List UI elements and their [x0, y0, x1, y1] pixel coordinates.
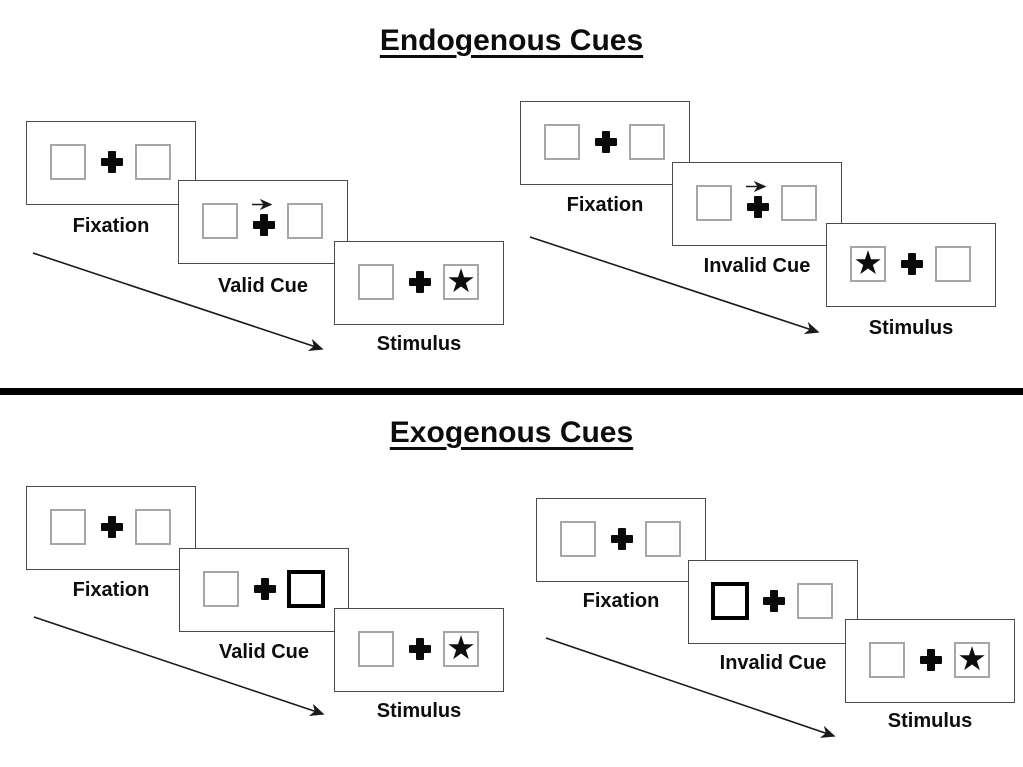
section-divider-line [0, 388, 1023, 395]
stimulus-card: ★ [826, 223, 996, 307]
fixation-cross-icon [611, 528, 633, 550]
right-box [797, 583, 833, 619]
left-box [544, 124, 580, 160]
fixation-cross-icon [747, 196, 769, 218]
highlighted-cue-box [711, 582, 749, 620]
left-box [50, 144, 86, 180]
fixation-card [520, 101, 690, 185]
left-box [50, 509, 86, 545]
fixation-cross-icon [595, 131, 617, 153]
step-label: Fixation [72, 215, 150, 237]
fixation-card [536, 498, 706, 582]
right-box [135, 144, 171, 180]
right-box: ★ [954, 642, 990, 678]
section-title-exogenous: Exogenous Cues [389, 416, 634, 449]
fixation-card [26, 486, 196, 570]
fixation-cross-icon [901, 253, 923, 275]
sequence-arrow-icon [33, 616, 325, 716]
left-box [358, 264, 394, 300]
section-title-endogenous: Endogenous Cues [379, 24, 644, 57]
left-box [560, 521, 596, 557]
fixation-cross-icon [101, 516, 123, 538]
step-label: Fixation [582, 590, 660, 612]
fixation-cross-icon [409, 638, 431, 660]
right-box [287, 203, 323, 239]
step-label: Stimulus [376, 333, 462, 355]
fixation-cross-icon [254, 578, 276, 600]
cue-arrow-icon [252, 199, 273, 210]
right-box [629, 124, 665, 160]
fixation-cross-icon [920, 649, 942, 671]
step-label: Stimulus [868, 317, 954, 339]
sequence-arrow-icon [529, 236, 820, 335]
invalid-cue-card [672, 162, 842, 246]
left-box [203, 571, 239, 607]
right-box [645, 521, 681, 557]
invalid-cue-card [688, 560, 858, 644]
left-box [358, 631, 394, 667]
star-icon: ★ [853, 244, 883, 281]
right-box [135, 509, 171, 545]
stimulus-card: ★ [334, 241, 504, 325]
step-label: Valid Cue [218, 641, 310, 663]
step-label: Valid Cue [217, 275, 309, 297]
right-box [935, 246, 971, 282]
step-label: Stimulus [887, 710, 973, 732]
step-label: Invalid Cue [703, 255, 811, 277]
sequence-arrow-icon [545, 637, 836, 738]
fixation-cross-icon [101, 151, 123, 173]
step-label: Fixation [72, 579, 150, 601]
right-box: ★ [443, 631, 479, 667]
fixation-cross-icon [763, 590, 785, 612]
left-box [202, 203, 238, 239]
highlighted-cue-box [287, 570, 325, 608]
left-box: ★ [850, 246, 886, 282]
step-label: Stimulus [376, 700, 462, 722]
step-label: Invalid Cue [719, 652, 827, 674]
left-box [696, 185, 732, 221]
stimulus-card: ★ [845, 619, 1015, 703]
valid-cue-card [178, 180, 348, 264]
sequence-arrow-icon [32, 252, 324, 352]
left-box [869, 642, 905, 678]
star-icon: ★ [446, 262, 476, 299]
valid-cue-card [179, 548, 349, 632]
star-icon: ★ [957, 640, 987, 677]
fixation-cross-icon [409, 271, 431, 293]
stimulus-card: ★ [334, 608, 504, 692]
step-label: Fixation [566, 194, 644, 216]
cue-arrow-icon [746, 181, 767, 192]
right-box [781, 185, 817, 221]
fixation-cross-icon [253, 214, 275, 236]
fixation-card [26, 121, 196, 205]
right-box: ★ [443, 264, 479, 300]
star-icon: ★ [446, 629, 476, 666]
